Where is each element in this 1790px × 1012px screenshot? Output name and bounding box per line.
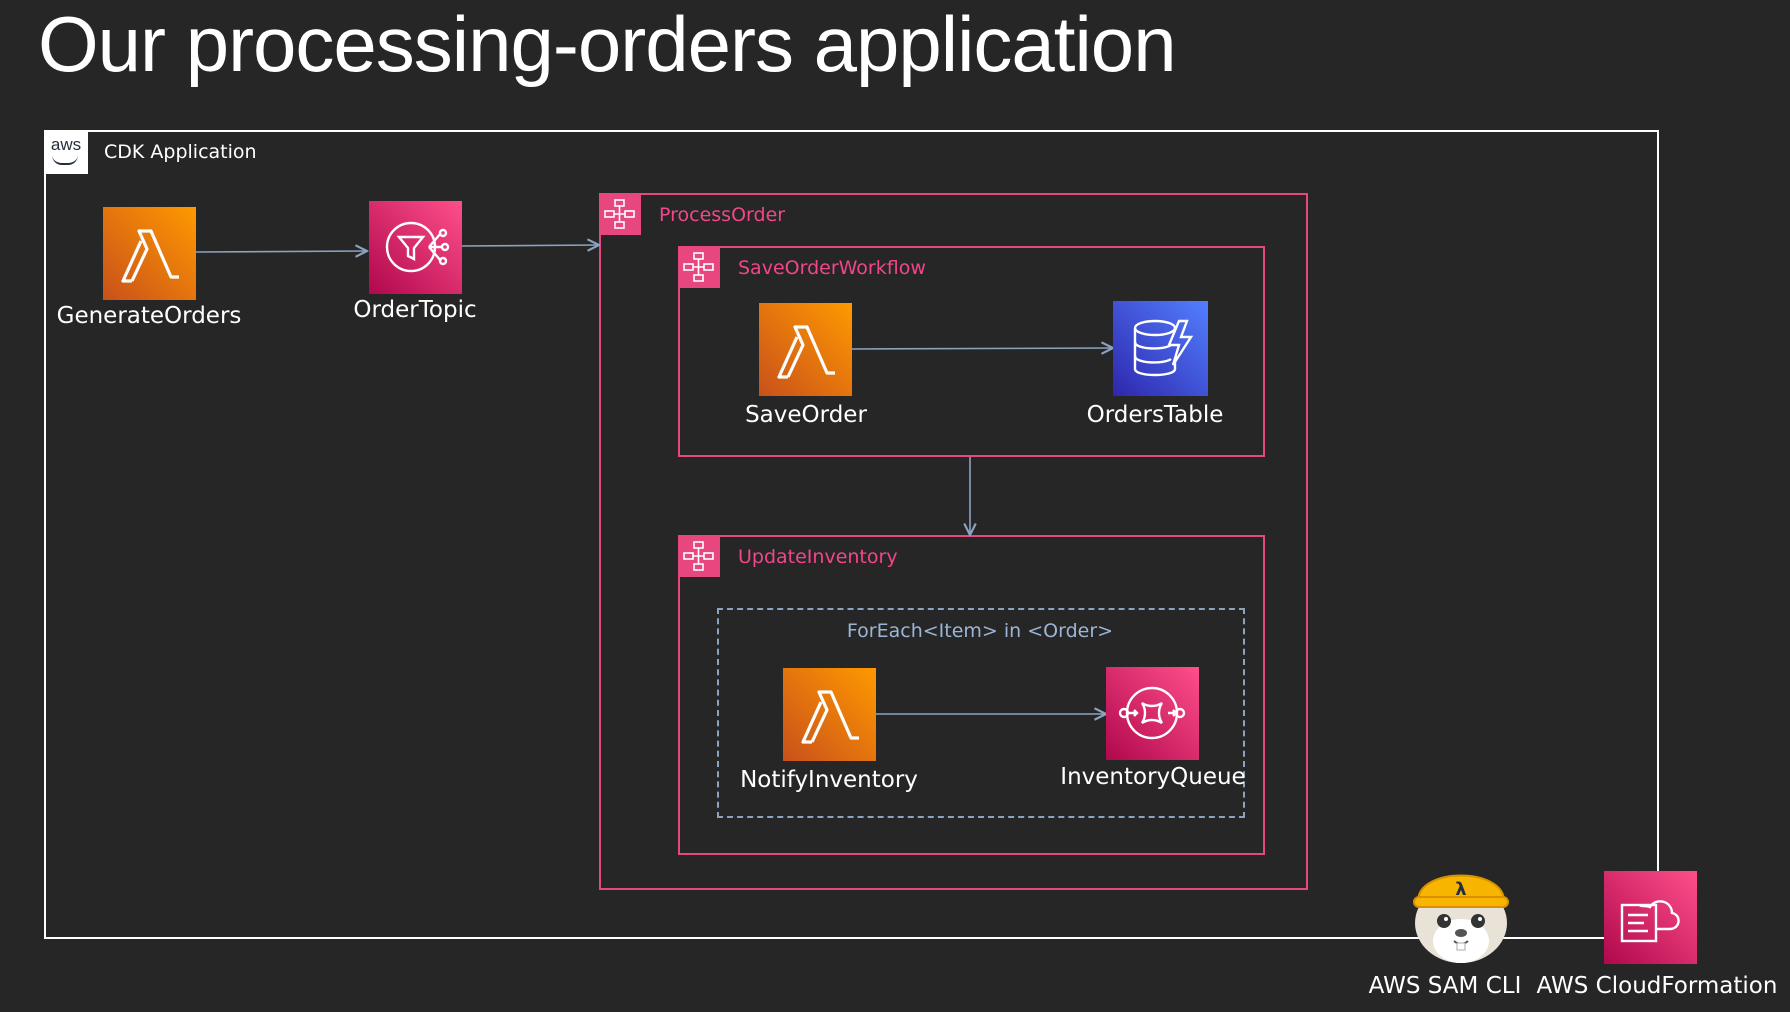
step-functions-icon (678, 535, 720, 577)
process-order-group (599, 193, 1308, 890)
cdk-application-group (44, 130, 1659, 939)
generate-orders-label: GenerateOrders (56, 303, 242, 329)
order-topic-label: OrderTopic (353, 297, 477, 323)
sns-topic-icon (369, 201, 462, 294)
step-functions-icon (599, 193, 641, 235)
arrow-generate-to-topic (195, 251, 367, 252)
sam-squirrel-mascot-icon: λ (1406, 857, 1516, 969)
cloudformation-label: AWS CloudFormation (1536, 973, 1778, 999)
lambda-icon (103, 207, 196, 300)
sqs-queue-icon (1106, 667, 1199, 760)
inventory-queue-label: InventoryQueue (1060, 764, 1246, 790)
arrow-saveorder-to-table (850, 348, 1113, 349)
foreach-label: ForEach<Item> in <Order> (846, 620, 1114, 642)
notify-inventory-label: NotifyInventory (740, 767, 918, 793)
update-inventory-label: UpdateInventory (738, 546, 898, 568)
arrow-topic-to-processorder (460, 245, 599, 246)
save-order-label: SaveOrder (745, 402, 867, 428)
foreach-group (717, 608, 1245, 818)
save-order-workflow-group (678, 246, 1265, 457)
lambda-icon (759, 303, 852, 396)
step-functions-icon (678, 246, 720, 288)
cloudformation-icon (1604, 871, 1697, 964)
lambda-icon (783, 668, 876, 761)
orders-table-label: OrdersTable (1086, 402, 1224, 428)
cdk-application-label: CDK Application (104, 141, 257, 163)
page-title: Our processing-orders application (38, 0, 1177, 88)
dynamodb-table-icon (1113, 301, 1208, 396)
aws-logo-icon: aws (44, 130, 88, 174)
svg-text:λ: λ (1455, 879, 1466, 900)
sam-cli-label: AWS SAM CLI (1368, 973, 1522, 999)
save-order-workflow-label: SaveOrderWorkflow (738, 257, 926, 279)
process-order-label: ProcessOrder (659, 204, 786, 226)
